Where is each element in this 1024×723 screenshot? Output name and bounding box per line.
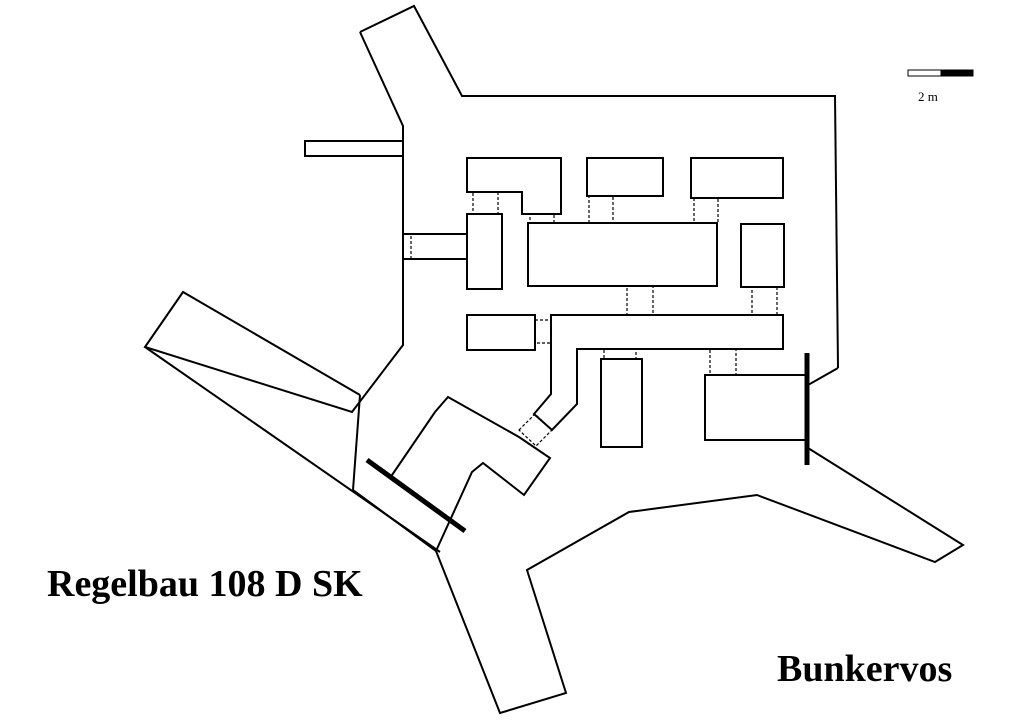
- door-5: [402, 233, 412, 260]
- room-small-west: [466, 314, 536, 351]
- armoured-doors: [365, 353, 810, 534]
- outer-wall-north: [359, 4, 839, 369]
- door-2: [529, 213, 555, 224]
- room-nw-corner: [466, 157, 562, 215]
- room-east-combat: [704, 374, 807, 441]
- scale-label: 2 m: [918, 89, 938, 104]
- door-9: [603, 348, 637, 360]
- scale-bar-white: [907, 69, 942, 77]
- room-west-side: [466, 213, 503, 290]
- door-10: [709, 348, 737, 376]
- armour-bar-southwest: [365, 457, 467, 534]
- door-1: [472, 191, 499, 215]
- room-narrow-south: [600, 358, 643, 448]
- interior-rooms: [402, 157, 807, 448]
- west-vent-pipe: [304, 140, 404, 157]
- door-3: [588, 195, 614, 224]
- outer-walls: [143, 4, 965, 715]
- outer-wall-east-arm: [807, 367, 839, 386]
- author-label: Bunkervos: [777, 648, 953, 690]
- diagram-title: Regelbau 108 D SK: [47, 563, 363, 605]
- room-long-corridor: [532, 314, 784, 432]
- room-n-east: [690, 157, 784, 199]
- door-6: [626, 285, 654, 316]
- room-n-center: [586, 157, 664, 197]
- scale-bar-black: [940, 69, 974, 77]
- door-11: [518, 413, 553, 447]
- door-8: [534, 319, 552, 344]
- outer-wall-east-arm-lower: [435, 447, 965, 715]
- inner-corridor-wall: [351, 394, 552, 553]
- door-7: [751, 286, 778, 316]
- scale-bar: [907, 69, 974, 77]
- outer-wall-west-upper: [143, 31, 404, 414]
- doorways: [402, 191, 778, 447]
- door-4: [693, 197, 719, 224]
- room-west-passage: [402, 233, 468, 260]
- room-main-hall: [527, 222, 718, 287]
- room-east-tall: [740, 223, 785, 288]
